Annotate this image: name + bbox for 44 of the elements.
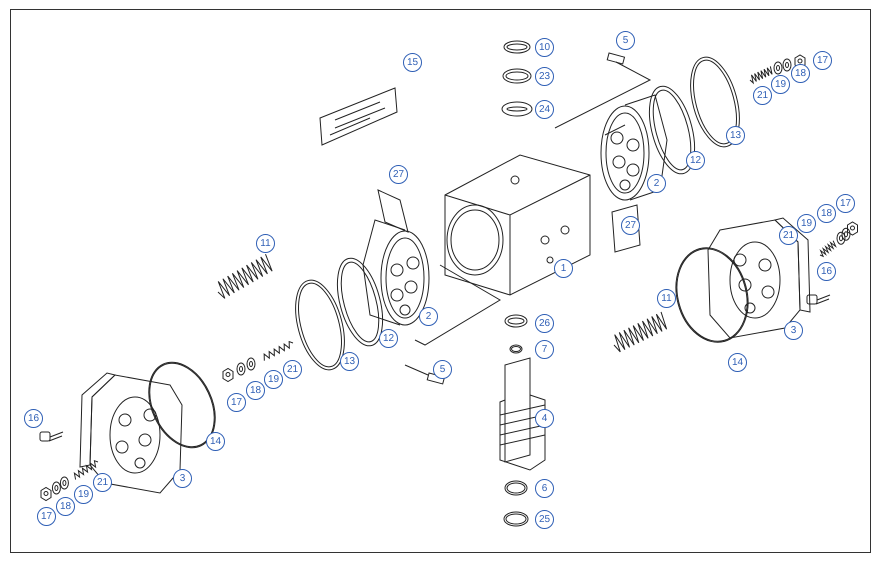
callout-number: 15: [403, 53, 422, 72]
callout-number: 24: [535, 100, 554, 119]
callout-number: 11: [657, 289, 676, 308]
callout-number: 19: [797, 214, 816, 233]
callout-number: 6: [535, 479, 554, 498]
callout-number: 2: [647, 174, 666, 193]
callout-number: 4: [535, 409, 554, 428]
callout-number: 5: [433, 360, 452, 379]
callout-number: 17: [836, 194, 855, 213]
callout-number: 14: [728, 353, 747, 372]
callout-number: 16: [24, 409, 43, 428]
callout-number: 27: [389, 165, 408, 184]
callout-number: 2: [419, 307, 438, 326]
callout-number: 17: [37, 507, 56, 526]
callout-number: 27: [621, 216, 640, 235]
callout-number: 25: [535, 510, 554, 529]
callout-number: 17: [227, 393, 246, 412]
callout-number: 11: [256, 234, 275, 253]
callout-number: 17: [813, 51, 832, 70]
callout-number: 18: [56, 497, 75, 516]
callout-number: 14: [206, 432, 225, 451]
callout-number: 18: [791, 64, 810, 83]
callout-number: 21: [779, 226, 798, 245]
callout-number: 1: [554, 259, 573, 278]
callout-number: 21: [753, 86, 772, 105]
callout-number: 19: [264, 370, 283, 389]
callout-number: 12: [686, 151, 705, 170]
callout-number: 16: [817, 262, 836, 281]
callout-number: 13: [340, 352, 359, 371]
callout-number: 21: [283, 360, 302, 379]
callout-number: 5: [616, 31, 635, 50]
callout-number: 19: [771, 75, 790, 94]
callout-number: 3: [173, 469, 192, 488]
callout-number: 18: [817, 204, 836, 223]
callout-number: 19: [74, 485, 93, 504]
callout-number: 13: [726, 126, 745, 145]
callout-number: 23: [535, 67, 554, 86]
callout-number: 21: [93, 473, 112, 492]
callout-number: 18: [246, 381, 265, 400]
callout-number: 10: [535, 38, 554, 57]
callout-number: 26: [535, 314, 554, 333]
callout-number: 3: [784, 321, 803, 340]
callout-number: 12: [379, 329, 398, 348]
callout-number: 7: [535, 340, 554, 359]
